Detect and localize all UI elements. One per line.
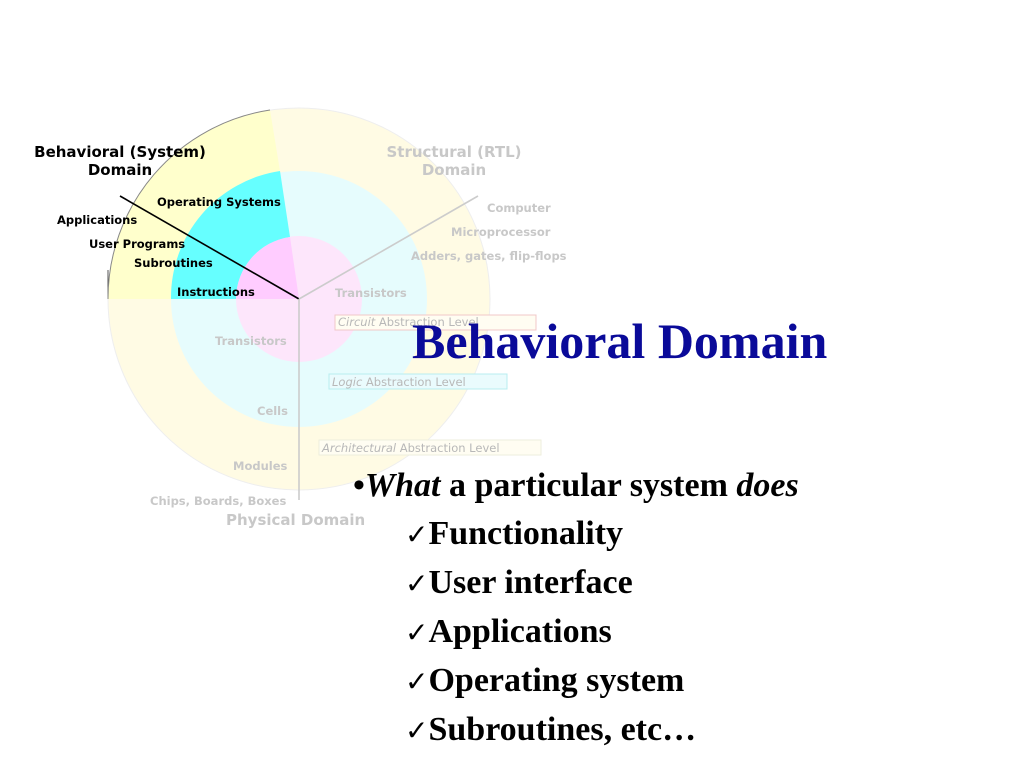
structural-domain-title-2: Domain — [422, 161, 486, 179]
label-subroutines: Subroutines — [134, 256, 213, 270]
main-bullet: •What a particular system does — [353, 462, 799, 510]
label-physical-transistors: Transistors — [215, 334, 287, 348]
architectural-level-box — [318, 439, 542, 456]
behavioral-outer-arc — [107, 109, 271, 300]
checkmark-icon: ✓ — [405, 567, 429, 600]
physical-domain-title: Physical Domain — [226, 511, 365, 529]
behavioral-axis — [119, 195, 300, 300]
sub-item: ✓Applications — [405, 608, 799, 657]
structural-domain-title-1: Structural (RTL) — [386, 143, 521, 161]
bullet-marker: • — [353, 467, 365, 504]
circuit-level-box — [334, 314, 537, 331]
structural-axis — [298, 195, 479, 300]
sub-item: ✓User interface — [405, 559, 799, 608]
logic-level-label: Logic Abstraction Level — [332, 375, 466, 389]
label-chips-boards-boxes: Chips, Boards, Boxes — [150, 494, 286, 508]
label-applications: Applications — [57, 213, 137, 227]
checkmark-icon: ✓ — [405, 616, 429, 649]
bullet-em-what: What — [364, 467, 441, 504]
label-operating-systems: Operating Systems — [157, 195, 281, 209]
outer-ring-highlight — [107, 110, 280, 299]
sub-item: ✓Operating system — [405, 657, 799, 706]
label-modules: Modules — [233, 459, 288, 473]
label-computer: Computer — [487, 201, 551, 215]
label-cells: Cells — [257, 404, 288, 418]
behavioral-domain-title-2: Domain — [88, 161, 152, 179]
middle-ring-highlight — [170, 171, 290, 299]
bullet-middle: a particular system — [440, 467, 737, 504]
slide-title: Behavioral Domain — [412, 313, 828, 369]
bullet-em-does: does — [736, 467, 799, 504]
label-microprocessor: Microprocessor — [451, 225, 551, 239]
sub-item: ✓Subroutines, etc… — [405, 706, 799, 755]
checkmark-icon: ✓ — [405, 714, 429, 747]
sub-item: ✓Functionality — [405, 510, 799, 559]
checkmark-icon: ✓ — [405, 518, 429, 551]
label-instructions: Instructions — [177, 285, 255, 299]
behavioral-domain-title-1: Behavioral (System) — [34, 143, 206, 161]
label-adders: Adders, gates, flip-flops — [411, 249, 567, 263]
bullet-list: •What a particular system does ✓Function… — [353, 462, 799, 755]
label-user-programs: User Programs — [89, 237, 185, 251]
sub-bullet-list: ✓Functionality ✓User interface ✓Applicat… — [353, 510, 799, 755]
label-structural-transistors: Transistors — [335, 286, 407, 300]
logic-level-box — [328, 373, 508, 390]
circuit-level-label: Circuit Abstraction Level — [338, 315, 479, 329]
checkmark-icon: ✓ — [405, 665, 429, 698]
architectural-level-label: Architectural Abstraction Level — [321, 441, 500, 455]
inner-ring-highlight — [236, 237, 299, 299]
